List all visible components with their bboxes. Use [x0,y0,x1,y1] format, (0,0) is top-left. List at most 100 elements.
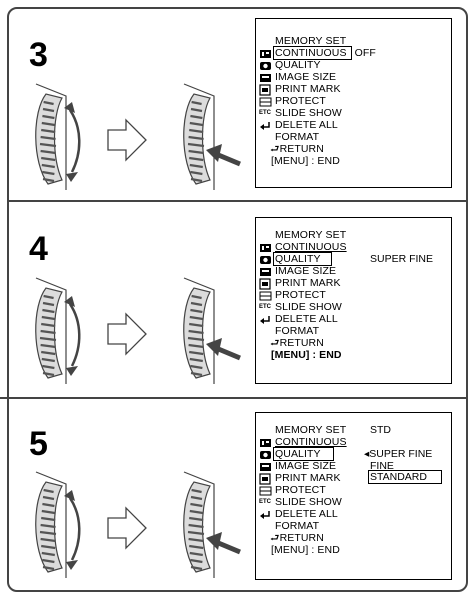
menu-item-label: PRINT MARK [275,472,341,484]
menu-item-label: QUALITY [275,59,321,71]
image-icon [259,71,272,83]
dial-after [184,84,214,190]
menu-item-label: SLIDE SHOW [275,301,342,313]
arrow-head-down [66,366,78,376]
etc-icon: ETC [259,499,271,505]
return-arrow-icon: ⮐ [270,532,280,544]
menu-item-label: PROTECT [275,95,326,107]
return-icon [259,119,272,131]
menu-item: QUALITY SUPER FINE [256,253,451,265]
menu-value: SUPER FINE [370,253,433,265]
next-step-arrow-icon [108,314,146,354]
menu-item: QUALITY ◂SUPER FINE [256,448,451,460]
menu-item: PROTECT [256,484,451,496]
step-number: 5 [29,427,48,461]
menu-item-label: DELETE ALL [275,508,338,520]
menu-item: PROTECT [256,95,451,107]
menu-item: IMAGE SIZE [256,265,451,277]
menu-item-label: IMAGE SIZE [275,265,336,277]
return-arrow-icon: ⮐ [270,143,280,155]
image-icon [259,265,272,277]
menu-end-hint: [MENU] : END [271,544,340,556]
menu-item-label: RETURN [280,532,324,544]
menu-item-label: FORMAT [275,131,319,143]
image-icon [259,460,272,472]
menu-item-label: DELETE ALL [275,119,338,131]
camera-set-icon [259,448,272,460]
menu-item: ETC SLIDE SHOW [256,496,451,508]
menu-item: QUALITY [256,59,451,71]
control-dial-illustration [18,82,243,192]
menu-item-label: FORMAT [275,325,319,337]
menu-item: PRINT MARK [256,83,451,95]
step-divider [8,200,468,202]
return-icon [259,313,272,325]
menu-screen: MEMORY SET STD CONTINUOUS QUALITY ◂SUPER… [255,412,452,580]
vcr-icon [259,484,272,496]
dial-before [36,84,66,190]
menu-title: MEMORY SET [275,424,346,436]
dial-before [36,278,66,384]
menu-item-label: SLIDE SHOW [275,496,342,508]
menu-title: MEMORY SET [275,229,346,241]
menu-item-label: RETURN [280,143,324,155]
menu-item: ETC SLIDE SHOW [256,301,451,313]
menu-item: [MENU] : END [256,349,451,361]
menu-item-label: PRINT MARK [275,277,341,289]
menu-item-label: DELETE ALL [275,313,338,325]
vcr-icon [259,289,272,301]
menu-item: FORMAT [256,325,451,337]
menu-item-label: QUALITY [273,447,334,461]
menu-value: OFF [355,47,376,59]
rotate-arrow-icon [70,498,79,560]
tape-arrow-icon [259,83,272,95]
menu-item: PROTECT [256,289,451,301]
menu-title-row: MEMORY SET STD [256,424,451,436]
dial-after [184,278,214,384]
menu-screen: MEMORY SET CONTINUOUS OFF QUALITY IMAGE … [255,18,452,188]
menu-item: IMAGE SIZE [256,71,451,83]
next-step-arrow-icon [108,508,146,548]
menu-item: FORMAT [256,520,451,532]
control-dial-illustration [18,470,243,580]
menu-item: [MENU] : END [256,155,451,167]
press-arrow-icon [216,542,240,552]
menu-item-label: IMAGE SIZE [275,460,336,472]
menu-item: PRINT MARK STANDARD [256,472,451,484]
press-arrow-icon [216,348,240,358]
menu-item-label: RETURN [280,337,324,349]
menu-screen: MEMORY SET CONTINUOUS QUALITY SUPER FINE… [255,217,452,384]
return-icon [259,508,272,520]
camera-set-icon [259,253,272,265]
menu-item: [MENU] : END [256,544,451,556]
memory-icon [259,47,272,59]
memory-icon [259,241,272,253]
menu-item-label: PROTECT [275,484,326,496]
control-dial-illustration [18,276,243,386]
menu-item-label: SLIDE SHOW [275,107,342,119]
page-edge-mark [0,397,9,399]
etc-icon: ETC [259,110,271,116]
dial-after [184,472,214,578]
rotate-arrow-icon [70,304,79,366]
menu-item: ⮐RETURN [256,337,451,349]
tape-arrow-icon [259,472,272,484]
menu-item-label: PRINT MARK [275,83,341,95]
menu-end-hint: [MENU] : END [271,155,340,167]
menu-item: ⮐RETURN [256,143,451,155]
return-arrow-icon: ⮐ [270,337,280,349]
menu-item-label: PROTECT [275,289,326,301]
menu-item-label: FORMAT [275,520,319,532]
menu-item: ⮐RETURN [256,532,451,544]
menu-item: CONTINUOUS OFF [256,47,451,59]
menu-item: DELETE ALL [256,119,451,131]
arrow-head-down [66,560,78,570]
menu-item-label: CONTINUOUS [273,46,352,60]
menu-item: ETC SLIDE SHOW [256,107,451,119]
menu-item: FORMAT [256,131,451,143]
menu-item: DELETE ALL [256,508,451,520]
step-number: 3 [29,38,48,72]
menu-item-label: IMAGE SIZE [275,71,336,83]
menu-title-row: MEMORY SET [256,229,451,241]
tape-arrow-icon [259,277,272,289]
